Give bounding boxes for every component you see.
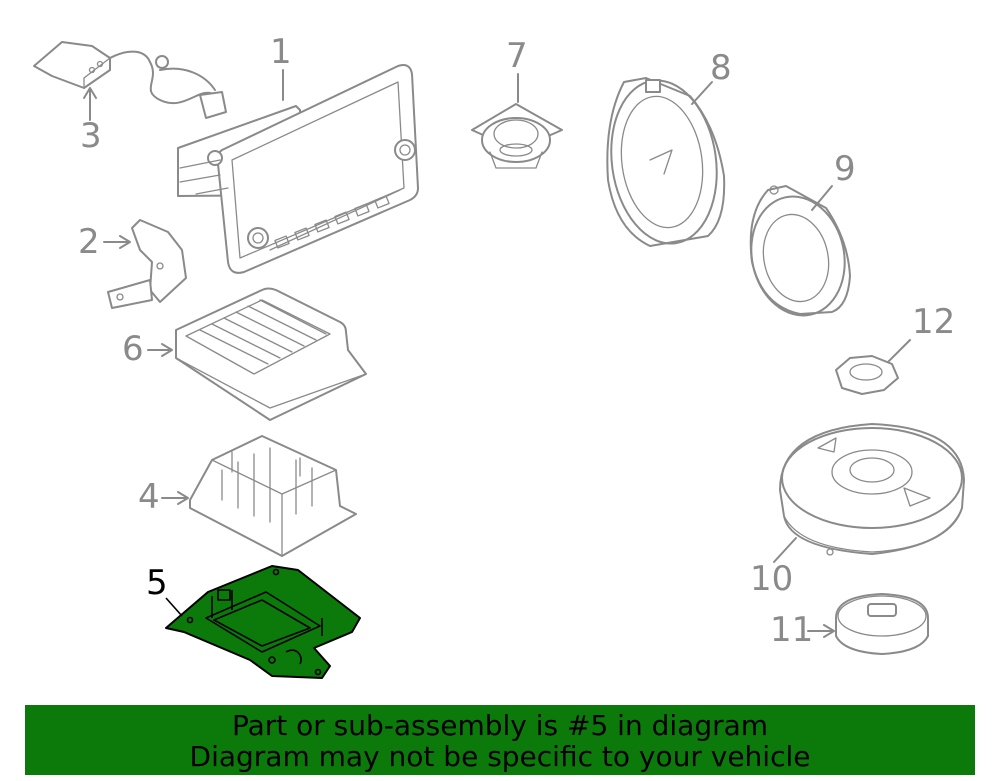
part-2-bracket[interactable] <box>107 219 187 309</box>
part-11-cap[interactable] <box>835 593 929 655</box>
banner-line-2: Diagram may not be specific to your vehi… <box>189 740 811 773</box>
callout-11: 11 <box>770 610 813 650</box>
callout-10: 10 <box>750 559 793 599</box>
callout-5: 5 <box>146 563 168 603</box>
part-10-subwoofer[interactable] <box>779 423 965 556</box>
arrow-4 <box>177 491 189 505</box>
arrow-2 <box>119 235 131 249</box>
callout-12: 12 <box>912 302 955 342</box>
part-1-head-unit[interactable] <box>177 64 419 274</box>
callout-8: 8 <box>710 48 732 88</box>
callout-9: 9 <box>834 149 856 189</box>
callout-1: 1 <box>270 32 292 72</box>
callout-3: 3 <box>80 116 102 156</box>
banner-line-1: Part or sub-assembly is #5 in diagram <box>231 709 769 742</box>
callout-2: 2 <box>78 222 100 262</box>
part-9-speaker[interactable] <box>741 185 856 324</box>
part-7-tweeter[interactable] <box>471 103 563 169</box>
callout-4: 4 <box>138 477 160 517</box>
part-6-amplifier[interactable] <box>175 287 367 421</box>
callout-6: 6 <box>122 329 144 369</box>
leader-12 <box>887 339 911 363</box>
part-4-module-housing[interactable] <box>189 435 357 557</box>
exploded-parts-diagram: 3 1 2 6 <box>33 32 965 679</box>
leader-5 <box>165 597 183 617</box>
arrow-6 <box>161 343 173 357</box>
part-3-harness[interactable] <box>33 41 227 119</box>
callout-7: 7 <box>506 36 528 76</box>
part-5-bracket-highlighted[interactable] <box>165 565 361 679</box>
leader-10 <box>773 537 797 563</box>
arrow-3 <box>83 87 97 99</box>
part-12-nut[interactable] <box>835 355 899 395</box>
leader-8 <box>691 81 713 105</box>
part-8-door-speaker[interactable] <box>601 74 727 251</box>
arrow-11 <box>823 624 835 638</box>
leader-9 <box>811 185 833 211</box>
info-banner: Part or sub-assembly is #5 in diagram Di… <box>25 705 975 775</box>
